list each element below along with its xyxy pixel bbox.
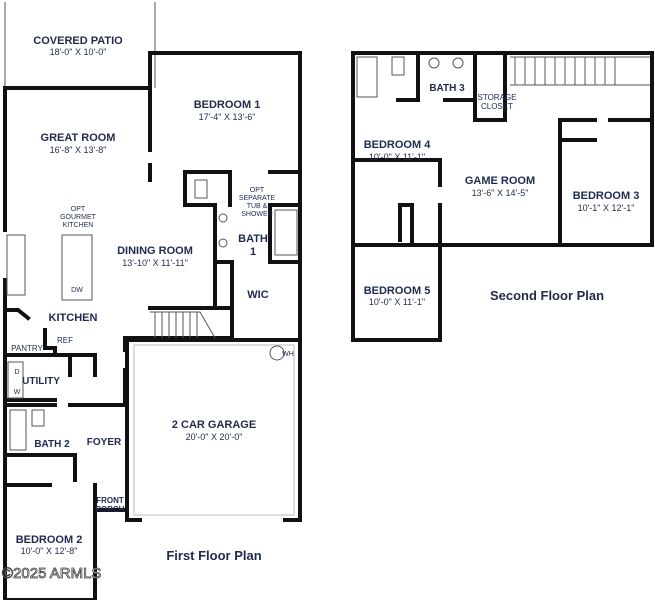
stairs-first [150,311,216,339]
water-heater-label: WH [282,351,294,358]
toilet-3 [391,56,405,76]
first-floor-walls [3,2,302,600]
gourmet-note: KITCHEN [63,222,94,229]
toilet-1 [194,179,208,199]
garage-floor [133,344,295,516]
bedroom1-label: BEDROOM 1 [194,99,261,111]
shower-1 [274,209,298,256]
kitchen-island [61,234,93,301]
dryer-label: D [14,369,19,376]
kitchen-counter [6,234,26,296]
dishwasher-label: DW [71,287,83,294]
tub-note: SHOWER [241,211,273,218]
bedroom4-label: BEDROOM 4 [364,139,432,151]
tub-note: OPT [250,187,265,194]
washer-label: W [14,389,21,396]
watermark: ©2025 ARMLS [2,565,101,582]
storage-closet-label: STORAGE [478,93,517,102]
pantry-label: PANTRY [11,344,43,353]
ref-label: REF [57,336,73,345]
bedroom5-label: BEDROOM 5 [364,285,431,297]
bedroom1-dim: 17'-4" X 13'-6" [199,112,256,122]
garage-label: 2 CAR GARAGE [172,419,256,431]
wic-label: WIC [247,289,268,301]
front-porch-label: FRONT [96,496,124,505]
water-heater [269,345,285,361]
bedroom2-label: BEDROOM 2 [16,534,83,546]
dining-room-label: DINING ROOM [117,245,193,257]
sink-3a [428,57,440,69]
kitchen-label: KITCHEN [49,312,98,324]
tub-note: TUB & [247,203,268,210]
storage-closet-label: CLOSET [481,102,513,111]
bedroom5-dim: 10'-0" X 11'-1" [369,297,425,307]
sink-3b [452,57,464,69]
garage-dim: 20'-0" X 20'-0" [186,432,243,442]
bedroom2-dim: 10'-0" X 12'-8" [21,546,78,556]
bedroom4-dim: 10'-0" X 11'-1" [369,152,425,162]
dining-room-dim: 13'-10" X 11'-11" [122,258,188,268]
first-floor-caption: First Floor Plan [166,548,261,563]
second-floor-walls [351,51,654,342]
bath1-label: BATH [238,233,268,245]
tub-note: SEPARATE [239,195,276,202]
second-floor-caption: Second Floor Plan [490,288,604,303]
bath2-label: BATH 2 [34,439,70,450]
patio-outline [4,2,156,88]
bedroom3-label: BEDROOM 3 [573,190,640,202]
bath1-number: 1 [250,246,256,258]
stairs-second [510,56,650,86]
washer-dryer [7,361,24,399]
great-room-dim: 16'-8" X 13'-8" [50,145,107,155]
bath3-label: BATH 3 [429,83,465,94]
covered-patio-dim: 18'-0" X 10'-0" [50,47,107,57]
utility-label: UTILITY [22,376,60,387]
bedroom3-dim: 10'-1" X 12'-1" [578,203,635,213]
toilet-2 [31,409,45,427]
sink-1a [218,213,228,223]
game-room-label: GAME ROOM [465,175,535,187]
sink-1b [218,238,228,248]
tub-3 [356,56,378,98]
covered-patio-label: COVERED PATIO [33,35,123,47]
first-floor-labels: COVERED PATIO 18'-0" X 10'-0" GREAT ROOM… [11,35,294,563]
second-floor-labels: BATH 3 STORAGE CLOSET BEDROOM 4 10'-0" X… [364,83,640,307]
gourmet-note: OPT [71,206,86,213]
tub-2 [9,409,27,451]
gourmet-note: GOURMET [60,214,97,221]
front-porch-label: PORCH [96,505,125,514]
game-room-dim: 13'-6" X 14'-5" [472,188,529,198]
foyer-label: FOYER [87,437,122,448]
great-room-label: GREAT ROOM [41,132,116,144]
